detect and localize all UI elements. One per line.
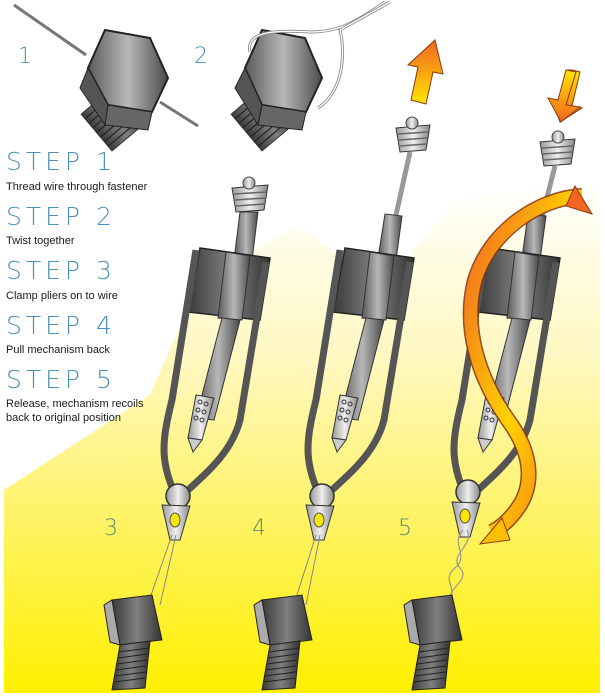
figure-number-3: 3	[104, 516, 118, 541]
figure-number-5: 5	[398, 516, 412, 541]
step-3-title: STEP 3	[6, 256, 116, 285]
figure-number-1: 1	[18, 44, 32, 69]
step-2-description: Twist together	[6, 235, 75, 247]
fig2-bolt	[230, 0, 391, 152]
step-3-description: Clamp pliers on to wire	[6, 290, 118, 302]
arrow-down-icon	[547, 69, 584, 123]
arrow-up-icon	[406, 39, 444, 105]
fig4-pliers	[253, 116, 431, 691]
fig1-bolt	[13, 3, 199, 152]
step-2-title: STEP 2	[6, 202, 116, 231]
fig3-pliers	[103, 176, 271, 691]
step-4-title: STEP 4	[6, 311, 116, 340]
step-5-title: STEP 5	[6, 365, 116, 394]
figure-number-4: 4	[252, 516, 266, 541]
spiral-rotation-arrow-icon	[462, 184, 594, 545]
step-1-description: Thread wire through fastener	[6, 181, 148, 193]
step-5-description: Release, mechanism recoils back to origi…	[6, 398, 144, 424]
step-4-description: Pull mechanism back	[6, 344, 110, 356]
figure-number-2: 2	[194, 44, 208, 69]
step-1-title: STEP 1	[6, 147, 116, 176]
